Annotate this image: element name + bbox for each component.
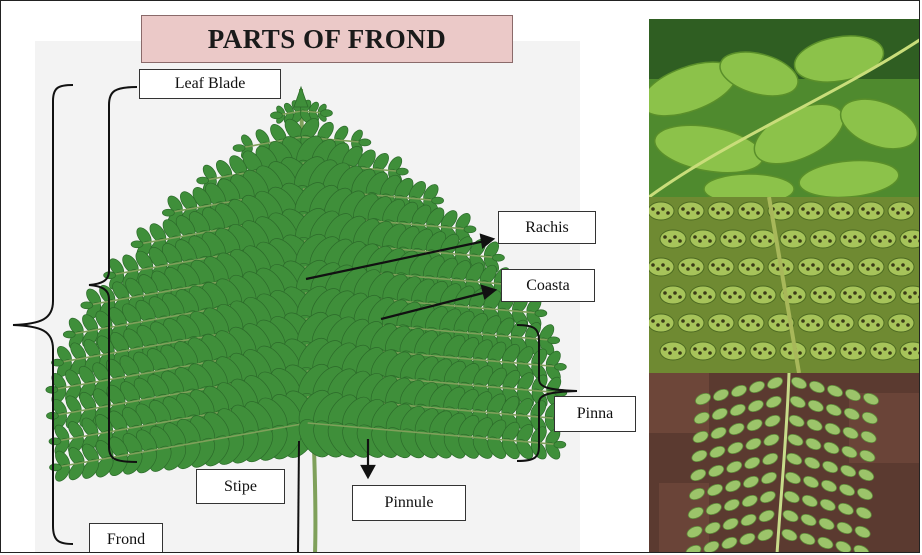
fern-illustration (46, 87, 567, 553)
label-leaf-blade: Leaf Blade (139, 69, 281, 99)
label-rachis: Rachis (498, 211, 596, 244)
pinnule-arrow-head (362, 466, 374, 477)
photo-pinnae-closeup (649, 19, 920, 197)
photo-frond-on-bark (649, 373, 920, 553)
label-pinnule: Pinnule (352, 485, 466, 521)
label-pinna: Pinna (554, 396, 636, 432)
label-stipe: Stipe (196, 469, 285, 504)
label-frond: Frond (89, 523, 163, 553)
diagram-title: PARTS OF FROND (141, 15, 513, 63)
photo-sori-underside (649, 197, 920, 373)
stipe-pointer-line (298, 441, 299, 553)
label-coasta: Coasta (501, 269, 595, 302)
